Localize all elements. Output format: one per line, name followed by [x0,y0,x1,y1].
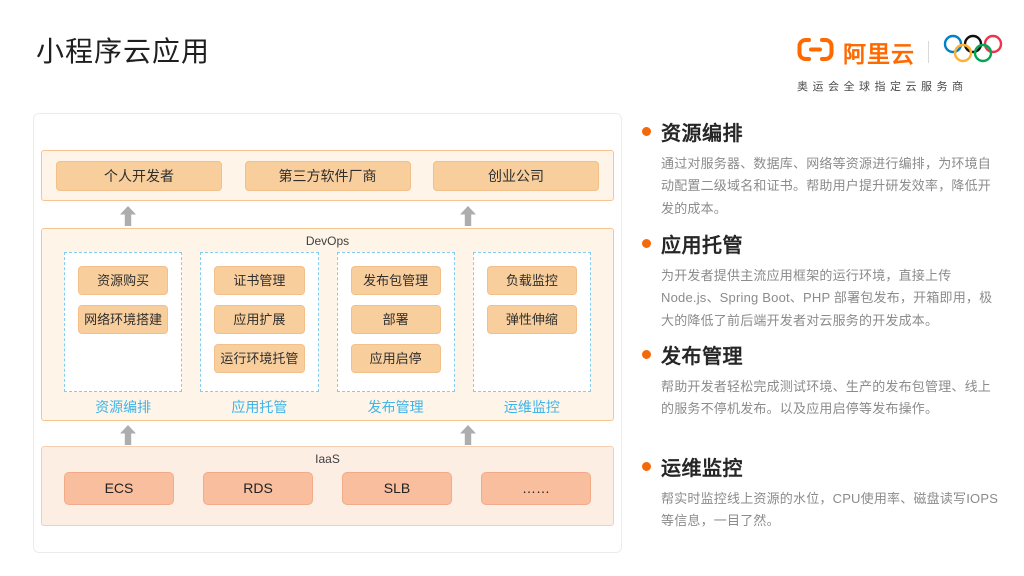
column-label: 应用托管 [231,399,288,415]
capability-box: 运行环境托管 [214,344,305,373]
iaas-service-box: SLB [342,472,452,505]
column-label: 资源编排 [95,399,152,415]
feature-resource-orchestration: 资源编排 通过对服务器、数据库、网络等资源进行编排，为环境自动配置二级域名和证书… [642,117,1004,220]
bullet-icon [642,350,651,359]
capability-box: 弹性伸缩 [486,305,577,334]
divider [928,40,929,63]
capability-box: 应用启停 [350,344,441,373]
devops-column-monitor: 负载监控 弹性伸缩 [472,252,591,392]
olympic-rings-icon [942,34,1004,69]
feature-description: 帮助开发者轻松完成测试环境、生产的发布包管理、线上的服务不停机发布。以及应用启停… [661,379,992,417]
up-arrow-icon [120,425,136,445]
up-arrow-icon [120,206,136,226]
feature-description: 通过对服务器、数据库、网络等资源进行编排，为环境自动配置二级域名和证书。帮助用户… [661,156,992,216]
users-layer: 个人开发者 第三方软件厂商 创业公司 [41,150,614,201]
capability-box: 资源购买 [78,266,169,295]
iaas-service-box: RDS [203,472,313,505]
iaas-label: IaaS [315,452,340,466]
feature-release-management: 发布管理 帮助开发者轻松完成测试环境、生产的发布包管理、线上的服务不停机发布。以… [642,340,1004,421]
feature-description: 帮实时监控线上资源的水位，CPU使用率、磁盘读写IOPS等信息，一目了然。 [661,491,999,529]
capability-box: 部署 [350,305,441,334]
architecture-diagram: 个人开发者 第三方软件厂商 创业公司 DevOps 资源购买 网络环境搭建 证书… [33,113,622,553]
user-type-box: 第三方软件厂商 [244,160,411,191]
capability-box: 发布包管理 [350,266,441,295]
devops-label: DevOps [305,234,350,248]
up-arrow-icon [460,206,476,226]
devops-columns: 资源购买 网络环境搭建 证书管理 应用扩展 运行环境托管 发布包管理 部署 应用… [64,252,591,392]
brand-tagline: 奥运会全球指定云服务商 [797,81,968,93]
capability-box: 负载监控 [486,266,577,295]
up-arrow-icon [460,425,476,445]
feature-title: 运维监控 [661,458,743,480]
capability-box: 证书管理 [214,266,305,295]
feature-title: 资源编排 [661,123,743,145]
capability-box: 网络环境搭建 [78,305,169,334]
iaas-service-box: ECS [64,472,174,505]
feature-ops-monitoring: 运维监控 帮实时监控线上资源的水位，CPU使用率、磁盘读写IOPS等信息，一目了… [642,452,1004,533]
page-title: 小程序云应用 [36,36,211,67]
column-label: 运维监控 [503,399,560,415]
column-label: 发布管理 [367,399,424,415]
feature-title: 发布管理 [661,346,743,368]
alibaba-cloud-icon [797,37,834,67]
feature-app-hosting: 应用托管 为开发者提供主流应用框架的运行环境，直接上传 Node.js、Spri… [642,229,1004,332]
devops-column-hosting: 证书管理 应用扩展 运行环境托管 [200,252,319,392]
feature-description: 为开发者提供主流应用框架的运行环境，直接上传 Node.js、Spring Bo… [661,268,993,328]
bullet-icon [642,127,651,136]
brand-name: 阿里云 [843,40,915,67]
alibaba-cloud-logo: 阿里云 奥运会全球指定云服务商 [797,34,1004,94]
bullet-icon [642,239,651,248]
feature-title: 应用托管 [661,235,743,257]
user-type-box: 创业公司 [433,160,599,191]
iaas-boxes: ECS RDS SLB …… [64,472,591,505]
user-type-box: 个人开发者 [56,160,222,191]
bullet-icon [642,462,651,471]
devops-column-release: 发布包管理 部署 应用启停 [336,252,455,392]
devops-column-resource: 资源购买 网络环境搭建 [64,252,183,392]
iaas-layer: IaaS ECS RDS SLB …… [41,446,614,526]
devops-layer: DevOps 资源购买 网络环境搭建 证书管理 应用扩展 运行环境托管 发布包管… [41,228,614,421]
devops-column-labels: 资源编排 应用托管 发布管理 运维监控 [64,397,591,417]
capability-box: 应用扩展 [214,305,305,334]
iaas-service-box: …… [481,472,591,505]
